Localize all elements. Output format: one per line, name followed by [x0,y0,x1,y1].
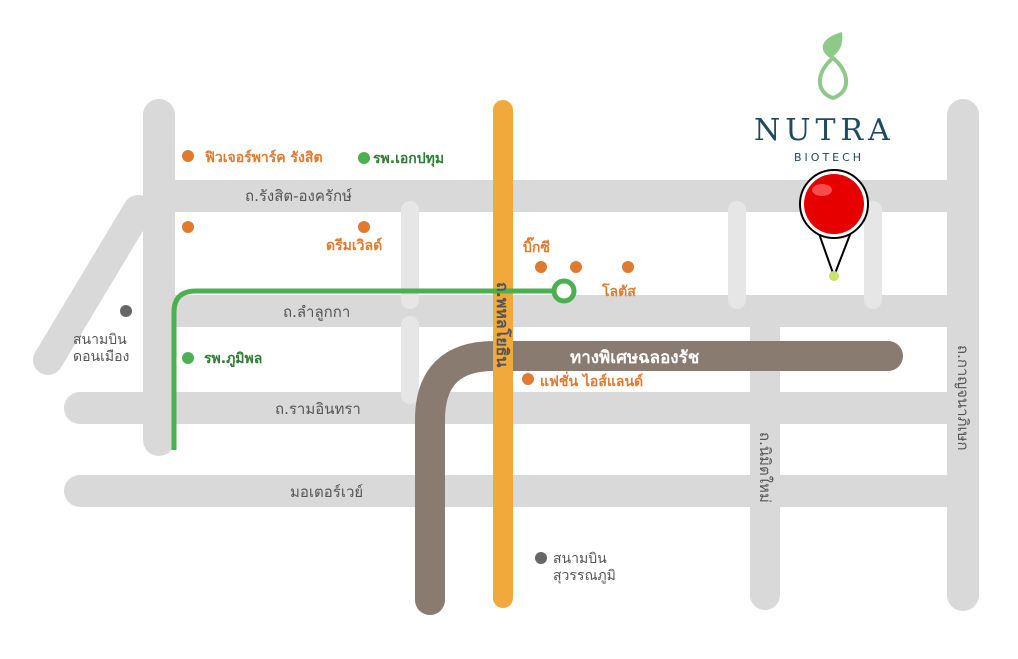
label-ramintra: ถ.รามอินทรา [275,400,361,418]
brand-name: NUTRA [754,113,895,148]
airport-dot-icon [120,305,132,317]
label-nimitmai: ถ.นิมิตใหม่ [756,432,774,503]
poi-dot-icon [182,352,194,364]
road-diagonal [33,195,153,375]
poi-fashion-island: แฟชั่น ไอส์แลนด์ [522,371,643,390]
poi-label: รพ.ภูมิพล [204,351,262,367]
poi-dot-icon [535,261,547,273]
poi-label: สนามบิน [73,332,127,348]
poi-label: บิ๊กซี [523,236,550,256]
poi-dot-icon [358,152,370,164]
poi-bigc: บิ๊กซี [523,236,582,273]
poi-dot-icon [182,221,194,233]
label-expressway: ทางพิเศษฉลองรัช [570,348,700,368]
poi-dot-icon [622,261,634,273]
label-kanchanaphisek: ถ.กาญจนาภิเษก [954,345,972,451]
poi-dot-icon [182,150,194,162]
poi-bhumibol-hospital: รพ.ภูมิพล [182,351,262,367]
poi-dream-world: ดรีมเวิลด์ [326,221,382,254]
brand-sub: BIOTECH [794,151,864,164]
poi-dot-icon [522,373,534,385]
poi-label: โลตัส [601,282,636,300]
label-lamlukka: ถ.ลำลูกกา [283,303,350,321]
poi-dot-icon [570,261,582,273]
label-phahonyothin: ถ.พหลโยธิน [493,282,513,367]
green-line-rail [171,288,555,450]
poi-ekachai-hospital: รพ.เอกปทุม [358,151,444,167]
poi-future-park: ฟิวเจอร์พาร์ค รังสิต [182,149,323,166]
label-rangsit: ถ.รังสิต-องครักษ์ [245,187,352,205]
poi-dot-icon [358,221,370,233]
poi-label: สนามบิน [553,551,607,567]
poi-label: ดอนเมือง [73,349,129,365]
poi-label: แฟชั่น ไอส์แลนด์ [540,371,643,390]
nutra-biotech-logo: NUTRA BIOTECH [754,32,895,164]
poi-don-mueang: สนามบิน ดอนเมือง [73,305,132,365]
expressway [415,341,903,615]
label-motorway: มอเตอร์เวย์ [290,483,363,501]
poi-label: ฟิวเจอร์พาร์ค รังสิต [204,149,322,166]
poi-label: สุวรรณภูมิ [553,568,616,584]
poi-label: รพ.เอกปทุม [373,151,444,167]
poi-suvarnabhumi: สนามบิน สุวรรณภูมิ [535,551,616,584]
airport-dot-icon [535,552,547,564]
poi-lotus: โลตัส [601,261,636,300]
poi-label: ดรีมเวิลด์ [326,237,382,254]
location-pin-icon[interactable] [799,169,869,281]
road-network [33,99,979,611]
leaf-logo-icon [817,32,849,101]
rail-station-icon [551,278,577,304]
